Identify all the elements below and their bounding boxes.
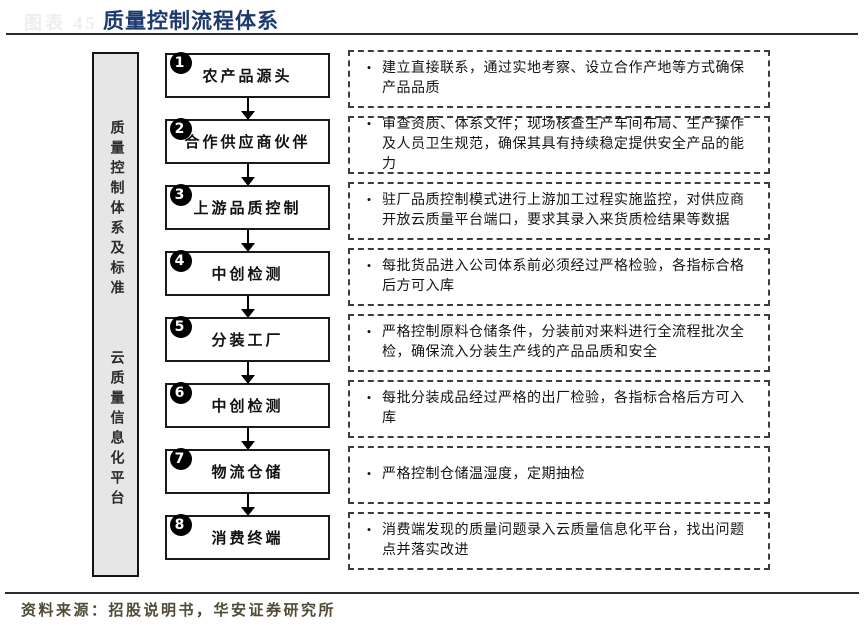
flow-node-label: 物流仓储 (211, 465, 284, 481)
step-number-badge: 5 (170, 316, 192, 338)
step-description-text: 消费端发现的质量问题录入云质量信息化平台，找出问题点并落实改进 (382, 522, 745, 558)
bullet-icon: • (366, 323, 372, 339)
flow-node-column: 2 合作供应商伙伴 (149, 112, 330, 186)
step-description-text: 建立直接联系，通过实地考察、设立合作产地等方式确保产品品质 (382, 60, 745, 96)
flow-step-6: 6 中创检测 • 每批分装成品经过严格的出厂检验，各指标合格后方可入库 (149, 376, 770, 450)
flow-node-column: 3 上游品质控制 (149, 178, 330, 252)
down-arrow-icon (241, 164, 255, 186)
step-number-badge: 6 (170, 382, 192, 404)
flow-node-column: 4 中创检测 (149, 244, 330, 318)
flow-node-box: 3 上游品质控制 (165, 184, 330, 230)
flow-node-label: 消费终端 (211, 531, 284, 547)
flow-node-box: 4 中创检测 (165, 250, 330, 296)
flow-node-column: 7 物流仓储 (149, 442, 330, 516)
bullet-icon: • (366, 59, 372, 75)
flow-step-5: 5 分装工厂 • 严格控制原料仓储条件，分装前对来料进行全流程批次全检，确保流入… (149, 310, 770, 384)
source-note: 资料来源：招股说明书，华安证券研究所 (21, 603, 337, 619)
flow-node-label: 分装工厂 (211, 333, 284, 349)
flow-step-2: 2 合作供应商伙伴 • 审查资质、体系文件；现场核查生产车间布局、生产操作及人员… (149, 112, 770, 186)
step-number-badge: 7 (170, 448, 192, 470)
flow-node-column: 5 分装工厂 (149, 310, 330, 384)
step-description-box: • 严格控制原料仓储条件，分装前对来料进行全流程批次全检，确保流入分装生产线的产… (348, 314, 770, 372)
flow-node-column: 1 农产品源头 (149, 46, 330, 120)
figure-number-label: 图表 45 (24, 13, 98, 33)
down-arrow-icon (241, 362, 255, 384)
step-description-text: 每批分装成品经过严格的出厂检验，各指标合格后方可入库 (382, 390, 745, 426)
flow-node-box: 5 分装工厂 (165, 316, 330, 362)
step-description-box: • 每批分装成品经过严格的出厂检验，各指标合格后方可入库 (348, 380, 770, 438)
step-description-text: 每批货品进入公司体系前必须经过严格检验，各指标合格后方可入库 (382, 258, 745, 294)
step-description-column: • 严格控制原料仓储条件，分装前对来料进行全流程批次全检，确保流入分装生产线的产… (348, 310, 770, 376)
title-divider (6, 33, 858, 35)
step-number-badge: 8 (170, 514, 192, 536)
down-arrow-icon (241, 494, 255, 516)
down-arrow-icon (241, 230, 255, 252)
flow-node-box: 7 物流仓储 (165, 448, 330, 494)
flow-node-box: 1 农产品源头 (165, 52, 330, 98)
flow-node-box: 6 中创检测 (165, 382, 330, 428)
bullet-icon: • (366, 191, 372, 207)
flowchart: 1 农产品源头 • 建立直接联系，通过实地考察、设立合作产地等方式确保产品品质 … (149, 46, 770, 574)
flow-node-column: 6 中创检测 (149, 376, 330, 450)
step-description-column: • 消费端发现的质量问题录入云质量信息化平台，找出问题点并落实改进 (348, 508, 770, 574)
bullet-icon: • (366, 465, 372, 481)
flow-step-7: 7 物流仓储 • 严格控制仓储温湿度，定期抽检 (149, 442, 770, 516)
flow-node-column: 8 消费终端 (149, 508, 330, 574)
step-description-text: 严格控制原料仓储条件，分装前对来料进行全流程批次全检，确保流入分装生产线的产品品… (382, 324, 745, 360)
flow-step-8: 8 消费终端 • 消费端发现的质量问题录入云质量信息化平台，找出问题点并落实改进 (149, 508, 770, 574)
flow-node-label: 上游品质控制 (193, 201, 302, 217)
bullet-icon: • (366, 115, 372, 131)
bullet-icon: • (366, 257, 372, 273)
step-description-column: • 严格控制仓储温湿度，定期抽检 (348, 442, 770, 508)
step-description-text: 严格控制仓储温湿度，定期抽检 (382, 466, 585, 482)
flow-step-3: 3 上游品质控制 • 驻厂品质控制模式进行上游加工过程实施监控，对供应商开放云质… (149, 178, 770, 252)
flow-node-label: 中创检测 (211, 399, 284, 415)
step-description-column: • 建立直接联系，通过实地考察、设立合作产地等方式确保产品品质 (348, 46, 770, 112)
step-description-box: • 建立直接联系，通过实地考察、设立合作产地等方式确保产品品质 (348, 50, 770, 108)
flow-node-label: 农产品源头 (202, 69, 293, 85)
bullet-icon: • (366, 521, 372, 537)
sidebar-label-top: 质量控制体系及标准 (108, 119, 124, 300)
down-arrow-icon (241, 98, 255, 120)
flow-node-box: 2 合作供应商伙伴 (165, 118, 330, 164)
step-description-column: • 每批货品进入公司体系前必须经过严格检验，各指标合格后方可入库 (348, 244, 770, 310)
step-description-column: • 审查资质、体系文件；现场核查生产车间布局、生产操作及人员卫生规范，确保其具有… (348, 112, 770, 178)
step-description-text: 驻厂品质控制模式进行上游加工过程实施监控，对供应商开放云质量平台端口，要求其录入… (382, 192, 745, 228)
footer-divider (5, 592, 859, 594)
flow-step-4: 4 中创检测 • 每批货品进入公司体系前必须经过严格检验，各指标合格后方可入库 (149, 244, 770, 318)
flow-node-box: 8 消费终端 (165, 514, 330, 560)
step-number-badge: 1 (170, 52, 192, 74)
step-description-box: • 每批货品进入公司体系前必须经过严格检验，各指标合格后方可入库 (348, 248, 770, 306)
down-arrow-icon (241, 428, 255, 450)
page-title: 质量控制流程体系 (103, 9, 279, 33)
step-description-column: • 每批分装成品经过严格的出厂检验，各指标合格后方可入库 (348, 376, 770, 442)
step-description-box: • 驻厂品质控制模式进行上游加工过程实施监控，对供应商开放云质量平台端口，要求其… (348, 182, 770, 240)
step-number-badge: 2 (170, 118, 192, 140)
step-number-badge: 3 (170, 184, 192, 206)
step-description-box: • 消费端发现的质量问题录入云质量信息化平台，找出问题点并落实改进 (348, 512, 770, 570)
flow-node-label: 中创检测 (211, 267, 284, 283)
quality-system-sidebar: 质量控制体系及标准 云质量信息化平台 (92, 52, 139, 577)
step-description-box: • 严格控制仓储温湿度，定期抽检 (348, 446, 770, 504)
step-description-box: • 审查资质、体系文件；现场核查生产车间布局、生产操作及人员卫生规范，确保其具有… (348, 116, 770, 174)
step-description-column: • 驻厂品质控制模式进行上游加工过程实施监控，对供应商开放云质量平台端口，要求其… (348, 178, 770, 244)
step-number-badge: 4 (170, 250, 192, 272)
down-arrow-icon (241, 296, 255, 318)
step-description-text: 审查资质、体系文件；现场核查生产车间布局、生产操作及人员卫生规范，确保其具有持续… (382, 116, 745, 173)
sidebar-label-bottom: 云质量信息化平台 (108, 349, 124, 510)
bullet-icon: • (366, 389, 372, 405)
flow-node-label: 合作供应商伙伴 (184, 135, 311, 151)
flow-step-1: 1 农产品源头 • 建立直接联系，通过实地考察、设立合作产地等方式确保产品品质 (149, 46, 770, 120)
